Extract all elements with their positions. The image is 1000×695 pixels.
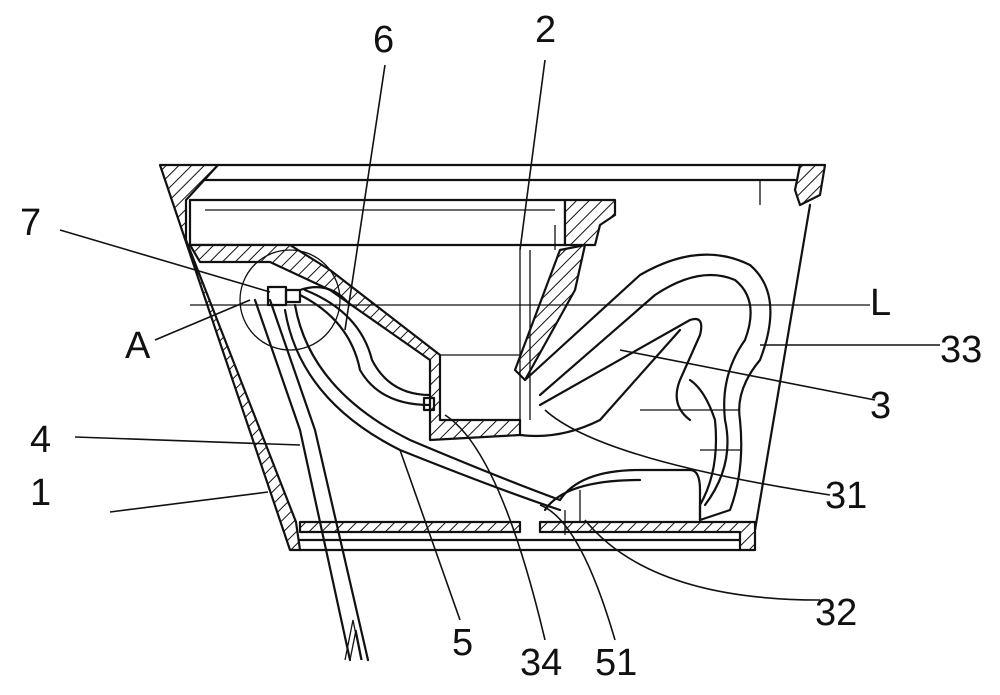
label-l: L [870, 282, 891, 324]
label-51: 51 [595, 642, 637, 684]
label-33: 33 [940, 329, 982, 371]
label-7: 7 [20, 202, 41, 244]
label-4: 4 [30, 419, 51, 461]
label-6: 6 [373, 19, 394, 61]
label-31: 31 [825, 475, 867, 517]
label-3: 3 [870, 385, 891, 427]
label-2: 2 [535, 9, 556, 51]
seat-plate [190, 200, 615, 250]
label-1: 1 [30, 472, 51, 514]
label-32: 32 [815, 592, 857, 634]
label-5: 5 [452, 622, 473, 664]
label-34: 34 [520, 642, 562, 684]
leader-lines [60, 60, 940, 640]
labels: 6 2 7 A 4 1 L 33 3 31 32 5 34 51 [20, 9, 982, 684]
label-a: A [125, 325, 151, 367]
